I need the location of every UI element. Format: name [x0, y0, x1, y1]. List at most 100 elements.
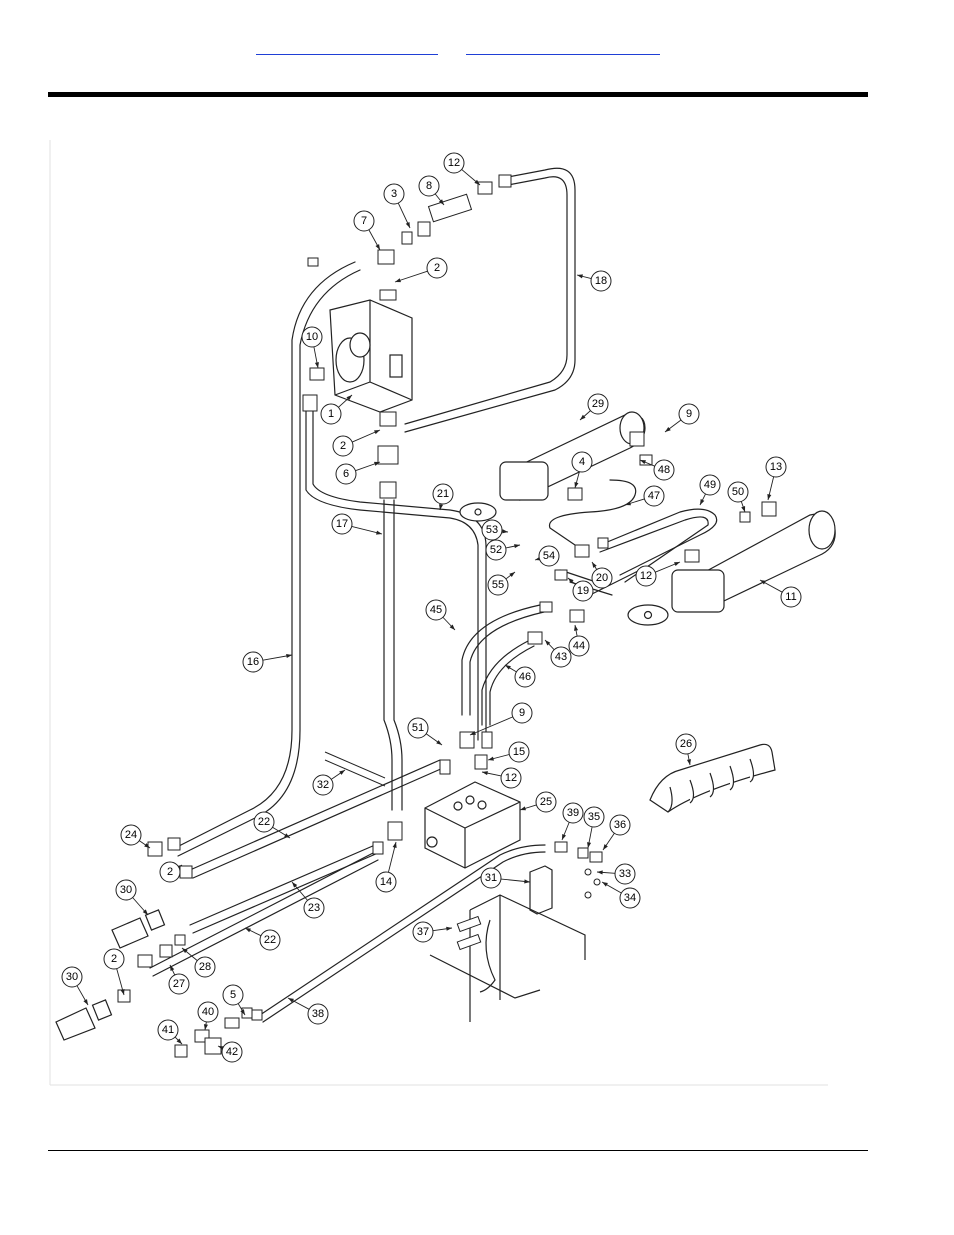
callout-arrowhead [574, 625, 578, 631]
callout-arrowhead [376, 531, 382, 535]
callout-number: 33 [619, 868, 631, 880]
callout-number: 2 [434, 262, 440, 274]
callout-arrowhead [488, 757, 494, 761]
callout-arrowhead [83, 999, 88, 1005]
callout-35: 35 [584, 807, 604, 848]
callout-number: 46 [519, 671, 531, 683]
callout-44: 44 [569, 625, 589, 656]
callout-number: 28 [199, 961, 211, 973]
callout-8: 8 [419, 176, 444, 205]
callout-arrowhead [375, 244, 380, 250]
callout-number: 47 [648, 490, 660, 502]
callout-26: 26 [676, 734, 696, 765]
footer-rule [48, 1150, 868, 1151]
callout-arrowhead [436, 740, 442, 745]
callout-number: 1 [328, 408, 334, 420]
callout-number: 7 [361, 215, 367, 227]
callout-37: 37 [413, 922, 452, 942]
callout-51: 51 [408, 718, 442, 745]
callout-number: 12 [448, 157, 460, 169]
callout-arrowhead [339, 770, 345, 775]
fittings [118, 175, 776, 1057]
callout-number: 13 [770, 461, 782, 473]
callout-number: 18 [595, 275, 607, 287]
callout-number: 3 [391, 188, 397, 200]
callout-arrowhead [446, 927, 452, 931]
callout-number: 14 [380, 876, 392, 888]
callout-number: 10 [306, 331, 318, 343]
callout-2: 2 [333, 430, 380, 456]
callout-25: 25 [520, 792, 556, 812]
hose-38 [260, 845, 545, 1015]
callout-2: 2 [395, 258, 447, 282]
callout-18: 18 [577, 271, 611, 291]
callout-number: 6 [343, 468, 349, 480]
callout-number: 39 [567, 807, 579, 819]
callout-arrowhead [592, 562, 597, 568]
callout-number: 22 [264, 934, 276, 946]
callout-number: 30 [120, 884, 132, 896]
hose-16 [175, 262, 355, 848]
callout-43: 43 [545, 640, 571, 667]
callout-arrowhead [741, 506, 745, 512]
callout-36: 36 [603, 815, 630, 850]
callout-arrowhead [603, 844, 608, 850]
callout-number: 21 [437, 488, 449, 500]
callout-number: 44 [573, 640, 585, 652]
manifold-block-25 [425, 782, 520, 868]
callout-20: 20 [592, 562, 612, 588]
callout-number: 16 [247, 656, 259, 668]
callout-55: 55 [488, 572, 515, 595]
callout-number: 9 [686, 408, 692, 420]
callout-number: 38 [312, 1008, 324, 1020]
callout-2: 2 [160, 862, 182, 882]
callout-number: 52 [490, 544, 502, 556]
callout-9: 9 [665, 404, 699, 432]
callout-number: 24 [125, 829, 137, 841]
hose-22-upper [190, 760, 440, 870]
callout-number: 22 [258, 816, 270, 828]
callout-17: 17 [332, 514, 382, 535]
callout-arrowhead [674, 562, 680, 566]
callout-arrowhead [574, 482, 578, 488]
callout-number: 9 [519, 707, 525, 719]
callout-24: 24 [121, 825, 150, 848]
cylinder-11 [628, 511, 835, 625]
callout-45: 45 [426, 600, 455, 630]
callout-number: 40 [202, 1006, 214, 1018]
callout-49: 49 [700, 475, 720, 505]
callout-arrowhead [587, 842, 591, 848]
callout-number: 15 [513, 746, 525, 758]
hose-guard-26 [650, 744, 775, 812]
callout-arrowhead [520, 806, 526, 810]
callout-arrowhead [602, 882, 608, 887]
callout-arrowhead [204, 1024, 208, 1030]
callout-21: 21 [433, 484, 453, 510]
callout-34: 34 [602, 882, 640, 908]
callout-number: 51 [412, 722, 424, 734]
callout-32: 32 [313, 770, 345, 795]
callout-number: 30 [66, 971, 78, 983]
callout-number: 23 [308, 902, 320, 914]
callout-40: 40 [198, 1002, 218, 1030]
callout-number: 8 [426, 180, 432, 192]
callout-number: 29 [592, 398, 604, 410]
coupler-30-upper [112, 910, 164, 948]
callout-33: 33 [597, 864, 635, 884]
callout-number: 42 [226, 1046, 238, 1058]
callout-arrowhead [562, 834, 566, 840]
bracket-31 [530, 866, 552, 914]
callout-number: 2 [111, 953, 117, 965]
callout-arrowhead [505, 665, 511, 670]
callout-number: 36 [614, 819, 626, 831]
callout-number: 20 [596, 572, 608, 584]
callout-54: 54 [535, 546, 559, 566]
callout-arrowhead [315, 362, 319, 368]
callout-number: 32 [317, 779, 329, 791]
coupler-30-lower [56, 1000, 111, 1040]
callout-10: 10 [302, 327, 322, 368]
callout-1: 1 [321, 395, 352, 424]
callout-number: 19 [577, 585, 589, 597]
callout-arrowhead [577, 274, 583, 278]
callout-arrowhead [687, 759, 691, 765]
